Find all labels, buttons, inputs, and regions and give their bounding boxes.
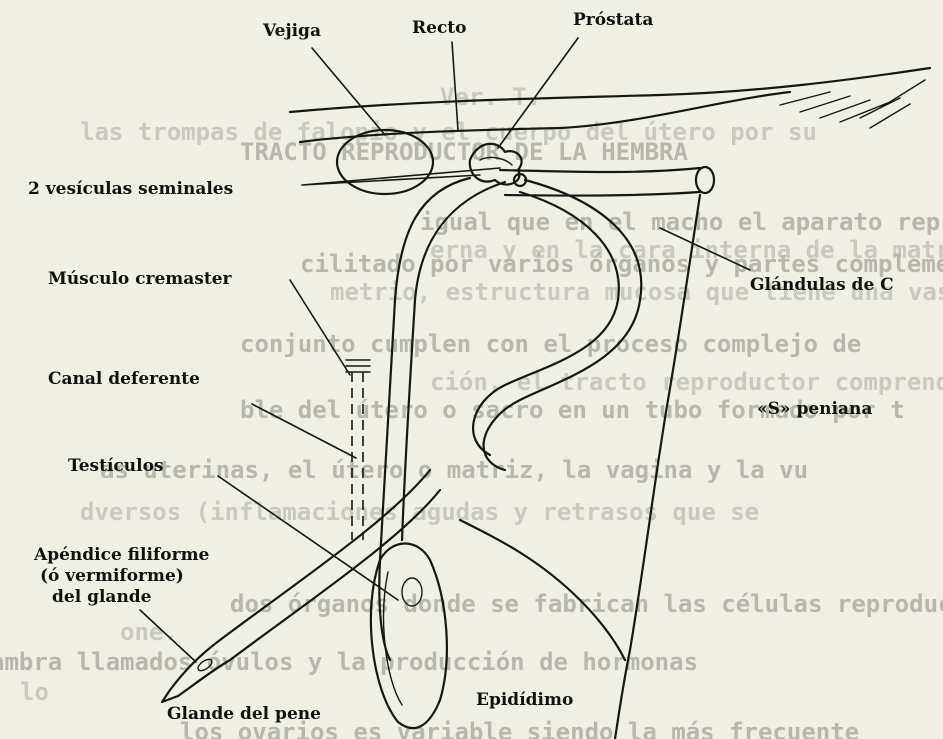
- bleed-line: ambra llamados óvulos y la producción de…: [0, 648, 698, 676]
- bleed-line: lo: [20, 678, 49, 706]
- body-outline-top: [290, 68, 930, 112]
- bleed-line: conjunto cumplen con el proceso complejo…: [240, 330, 861, 358]
- label-apendice-line3: del glande: [52, 587, 152, 607]
- label-apendice-line2: (ó vermiforme): [40, 566, 184, 586]
- label-vesiculas: 2 vesículas seminales: [28, 179, 233, 199]
- vesiculas-leader: [302, 168, 500, 185]
- rectum-top: [500, 168, 700, 172]
- label-testiculos: Testículos: [68, 456, 163, 476]
- bleed-line: igual que en el macho el aparato reprodu…: [420, 208, 943, 236]
- label-glandulas: Glándulas de C: [750, 275, 894, 295]
- label-s-peniana: «S» peniana: [757, 399, 872, 419]
- testiculos-leader: [218, 476, 398, 600]
- bleed-line: as uterinas, el útero o matriz, la vagin…: [100, 456, 808, 484]
- glande-tip: [162, 690, 178, 702]
- label-recto: Recto: [412, 18, 467, 38]
- label-cremaster: Músculo cremaster: [48, 269, 233, 289]
- bleed-line: dos órganos donde se fabrican las célula…: [230, 590, 943, 618]
- label-canal: Canal deferente: [48, 369, 200, 389]
- label-epididimo: Epidídimo: [476, 690, 573, 710]
- label-prostata: Próstata: [573, 10, 653, 30]
- label-apendice-line1: Apéndice filiforme: [33, 545, 210, 565]
- label-glande: Glande del pene: [167, 704, 321, 724]
- cremaster-hatch: [346, 360, 370, 372]
- bleed-line: one.: [120, 618, 178, 646]
- rectum-bottom: [505, 192, 700, 196]
- bleed-line: cilitado por varios órganos y partes com…: [300, 250, 943, 278]
- label-vejiga: Vejiga: [262, 21, 321, 41]
- bleed-line: ción, el tracto reproductor comprende a …: [430, 368, 943, 396]
- rectum-opening: [696, 167, 714, 193]
